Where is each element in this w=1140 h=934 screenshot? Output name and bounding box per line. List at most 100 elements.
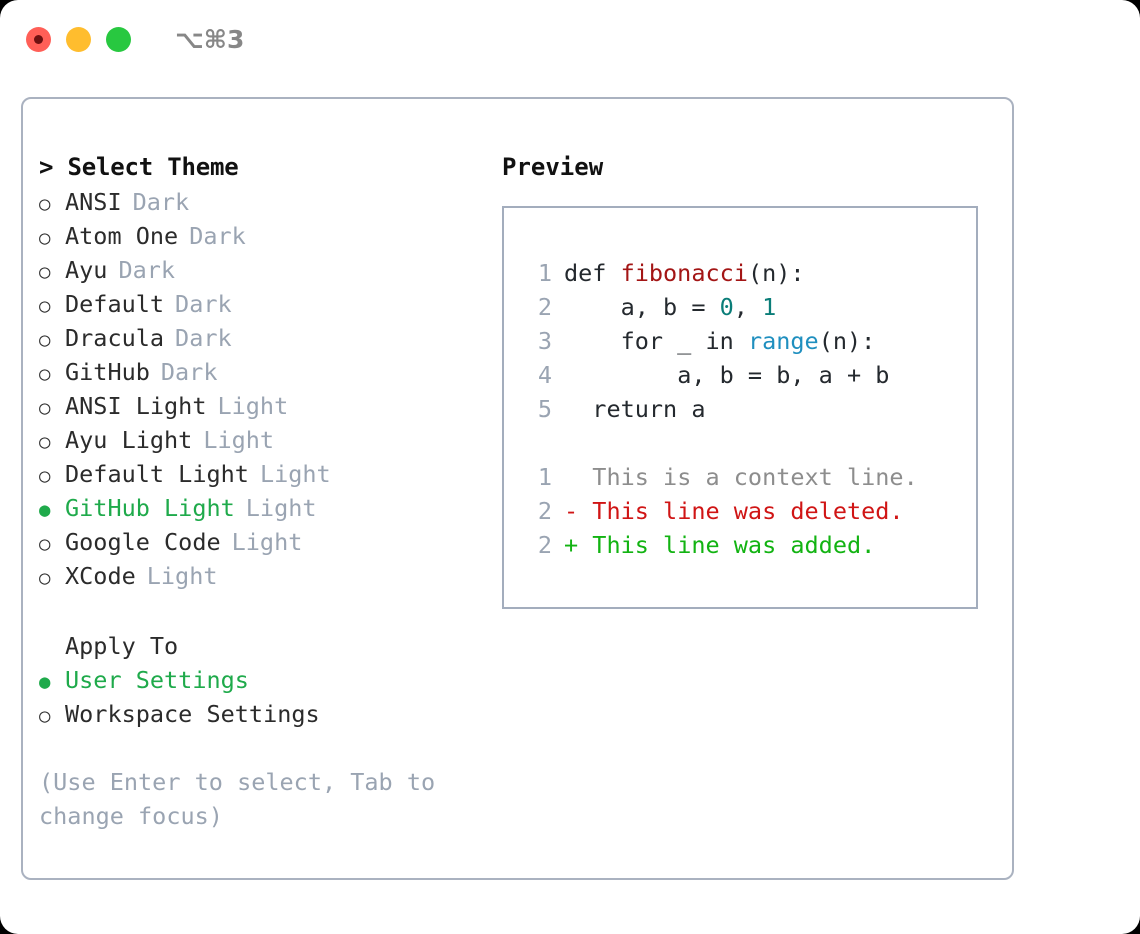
diff-marker: + bbox=[564, 531, 579, 559]
theme-kind-badge: Dark bbox=[175, 324, 232, 352]
title-bar: ⌥⌘3 bbox=[0, 0, 1140, 78]
code-line-text: for _ in range(n): bbox=[564, 324, 876, 358]
radio-unselected-icon: ○ bbox=[39, 397, 51, 419]
radio-unselected-icon: ○ bbox=[39, 193, 51, 215]
diff-line-text: - This line was deleted. bbox=[564, 494, 904, 528]
code-line: 3 for _ in range(n): bbox=[524, 324, 976, 358]
code-indent bbox=[564, 395, 592, 423]
theme-list-item[interactable]: ○ Ayu Light Light bbox=[39, 423, 479, 457]
diff-content: This is a context line. bbox=[578, 463, 918, 491]
theme-kind-badge: Dark bbox=[132, 188, 190, 216]
code-token: range bbox=[747, 327, 819, 355]
diff-line: 2- This line was deleted. bbox=[524, 494, 976, 528]
line-number: 2 bbox=[537, 531, 552, 559]
keyboard-hint-text: (Use Enter to select, Tab to change focu… bbox=[39, 768, 436, 830]
line-number: 3 bbox=[537, 327, 552, 355]
code-indent bbox=[564, 327, 621, 355]
code-indent bbox=[564, 361, 677, 389]
line-number: 1 bbox=[537, 463, 552, 491]
preview-heading: Preview bbox=[502, 153, 604, 181]
diff-line: 1 This is a context line. bbox=[524, 460, 976, 494]
theme-name: Ayu Light bbox=[65, 426, 193, 454]
radio-selected-icon: ● bbox=[39, 671, 51, 693]
keyboard-shortcut-label: ⌥⌘3 bbox=[175, 24, 245, 54]
line-number: 4 bbox=[537, 361, 552, 389]
minimize-button[interactable] bbox=[66, 26, 91, 52]
theme-name: XCode bbox=[65, 562, 136, 590]
line-number: 1 bbox=[537, 259, 552, 287]
diff-marker bbox=[564, 463, 578, 491]
window-controls bbox=[26, 26, 131, 52]
theme-kind-badge: Dark bbox=[175, 290, 232, 318]
apply-to-options[interactable]: ●User Settings○Workspace Settings bbox=[39, 663, 479, 731]
close-button[interactable] bbox=[26, 26, 51, 52]
code-token: return a bbox=[592, 395, 706, 423]
radio-unselected-icon: ○ bbox=[39, 329, 51, 351]
theme-list-item[interactable]: ○ ANSI Light Light bbox=[39, 389, 479, 423]
theme-name: Google Code bbox=[65, 528, 221, 556]
radio-unselected-icon: ○ bbox=[39, 227, 51, 249]
radio-unselected-icon: ○ bbox=[39, 261, 51, 283]
code-indent bbox=[564, 293, 621, 321]
record-dot-icon bbox=[34, 34, 43, 44]
apply-to-section: Apply To ●User Settings○Workspace Settin… bbox=[39, 629, 479, 731]
code-line-text: a, b = b, a + b bbox=[564, 358, 889, 392]
diff-lines: 1 This is a context line.2- This line wa… bbox=[524, 460, 976, 562]
apply-to-option[interactable]: ●User Settings bbox=[39, 663, 479, 697]
theme-kind-badge: Light bbox=[231, 528, 303, 556]
diff-line: 2 + This line was added. bbox=[524, 528, 976, 562]
code-line: 4 a, b = b, a + b bbox=[524, 358, 976, 392]
code-token: for _ in bbox=[620, 327, 748, 355]
theme-name: Atom One bbox=[65, 222, 179, 250]
radio-selected-icon: ● bbox=[39, 499, 51, 521]
radio-unselected-icon: ○ bbox=[39, 431, 51, 453]
theme-name: Default Light bbox=[65, 460, 249, 488]
code-spacer bbox=[524, 426, 976, 460]
theme-name: Dracula bbox=[65, 324, 165, 352]
maximize-button[interactable] bbox=[106, 26, 131, 52]
theme-name: ANSI Light bbox=[65, 392, 207, 420]
apply-to-heading: Apply To bbox=[65, 632, 179, 660]
theme-kind-badge: Dark bbox=[160, 358, 218, 386]
theme-list-item[interactable]: ○ Dracula Dark bbox=[39, 321, 479, 355]
radio-unselected-icon: ○ bbox=[39, 363, 51, 385]
code-token: a, b = bbox=[620, 293, 720, 321]
code-line: 2 a, b = 0, 1 bbox=[524, 290, 976, 324]
code-line-text: a, b = 0, 1 bbox=[564, 290, 777, 324]
theme-name: Ayu bbox=[65, 256, 108, 284]
code-token: 0 bbox=[719, 293, 734, 321]
code-token: def bbox=[564, 259, 621, 287]
theme-kind-badge: Light bbox=[217, 392, 289, 420]
select-theme-heading: > Select Theme bbox=[39, 153, 239, 181]
theme-kind-badge: Light bbox=[203, 426, 275, 454]
code-token: (n): bbox=[747, 259, 805, 287]
code-token: a, b = b, a + b bbox=[677, 361, 890, 389]
code-line-text: def fibonacci(n): bbox=[564, 256, 805, 290]
theme-kind-badge: Light bbox=[259, 460, 331, 488]
code-line-text: return a bbox=[564, 392, 705, 426]
diff-marker: - bbox=[564, 497, 579, 525]
diff-line-text: This is a context line. bbox=[564, 460, 918, 494]
code-token: fibonacci bbox=[620, 259, 748, 287]
code-token: 1 bbox=[762, 293, 777, 321]
theme-kind-badge: Light bbox=[146, 562, 218, 590]
diff-content: This line was added. bbox=[578, 531, 876, 559]
apply-to-option[interactable]: ○Workspace Settings bbox=[39, 697, 479, 731]
